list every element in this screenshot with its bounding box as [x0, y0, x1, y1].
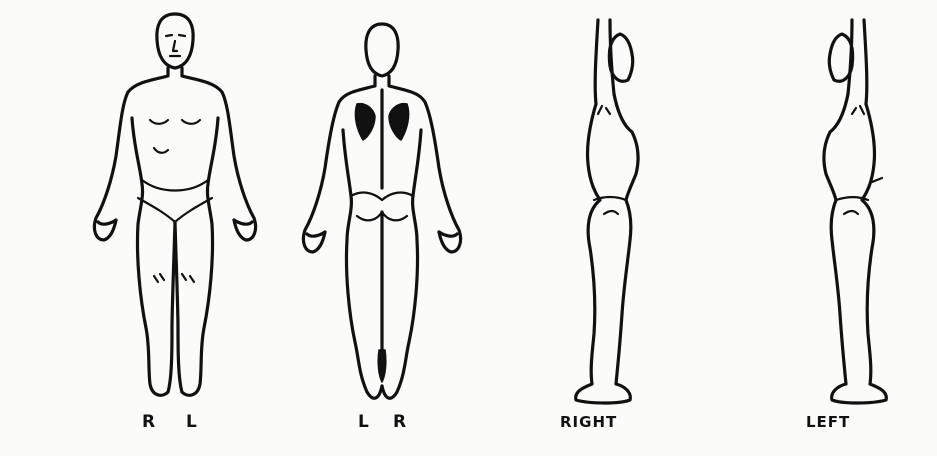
- back-view-figure: [287, 20, 477, 410]
- back-right-label: R: [393, 412, 407, 432]
- right-side-label: RIGHT: [560, 413, 617, 431]
- front-right-label: R: [142, 412, 156, 432]
- left-side-view-figure: [792, 14, 902, 414]
- back-head: [366, 24, 398, 76]
- front-view-figure: [80, 8, 270, 408]
- right-side-view-figure: [560, 14, 670, 414]
- back-left-label: L: [358, 412, 370, 432]
- front-left-label: L: [186, 412, 198, 432]
- left-side-label: LEFT: [806, 413, 850, 431]
